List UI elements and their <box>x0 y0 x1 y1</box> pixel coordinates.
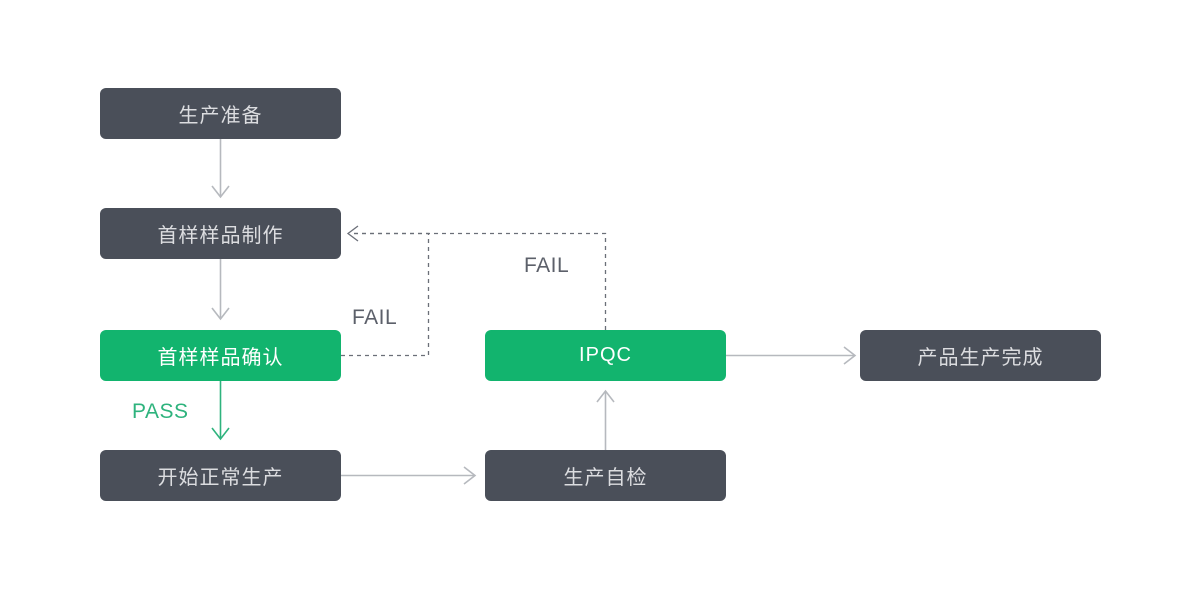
node-label: 生产准备 <box>178 105 263 127</box>
node-first-sample-making[interactable]: 首样样品制作 <box>100 208 341 259</box>
node-first-sample-confirmation[interactable]: 首样样品确认 <box>100 330 341 381</box>
node-production-preparation[interactable]: 生产准备 <box>100 88 341 139</box>
edge-confirm-fail-to-sample <box>341 225 430 357</box>
node-start-normal-production[interactable]: 开始正常生产 <box>100 450 341 501</box>
edge-ipqc-fail-to-sample <box>350 232 607 330</box>
edge-confirm-to-normal <box>211 381 230 441</box>
node-ipqc[interactable]: IPQC <box>485 330 726 381</box>
node-label: IPQC <box>579 344 632 366</box>
edge-prep-to-sample <box>211 139 230 199</box>
node-label: 首样样品确认 <box>157 347 284 369</box>
node-product-production-complete[interactable]: 产品生产完成 <box>860 330 1101 381</box>
edge-ipqc-to-done <box>726 346 857 365</box>
edge-label-fail-ipqc: FAIL <box>524 254 570 277</box>
edge-sample-to-confirm <box>211 259 230 321</box>
node-label: 开始正常生产 <box>157 467 284 489</box>
edge-selfcheck-to-ipqc <box>596 389 615 450</box>
edge-normal-to-selfcheck <box>341 466 477 485</box>
node-label: 产品生产完成 <box>917 347 1044 369</box>
node-label: 首样样品制作 <box>157 225 284 247</box>
node-label: 生产自检 <box>563 467 648 489</box>
node-production-self-inspection[interactable]: 生产自检 <box>485 450 726 501</box>
edge-label-fail-confirm: FAIL <box>352 306 398 329</box>
edge-label-pass-confirm: PASS <box>132 400 189 423</box>
